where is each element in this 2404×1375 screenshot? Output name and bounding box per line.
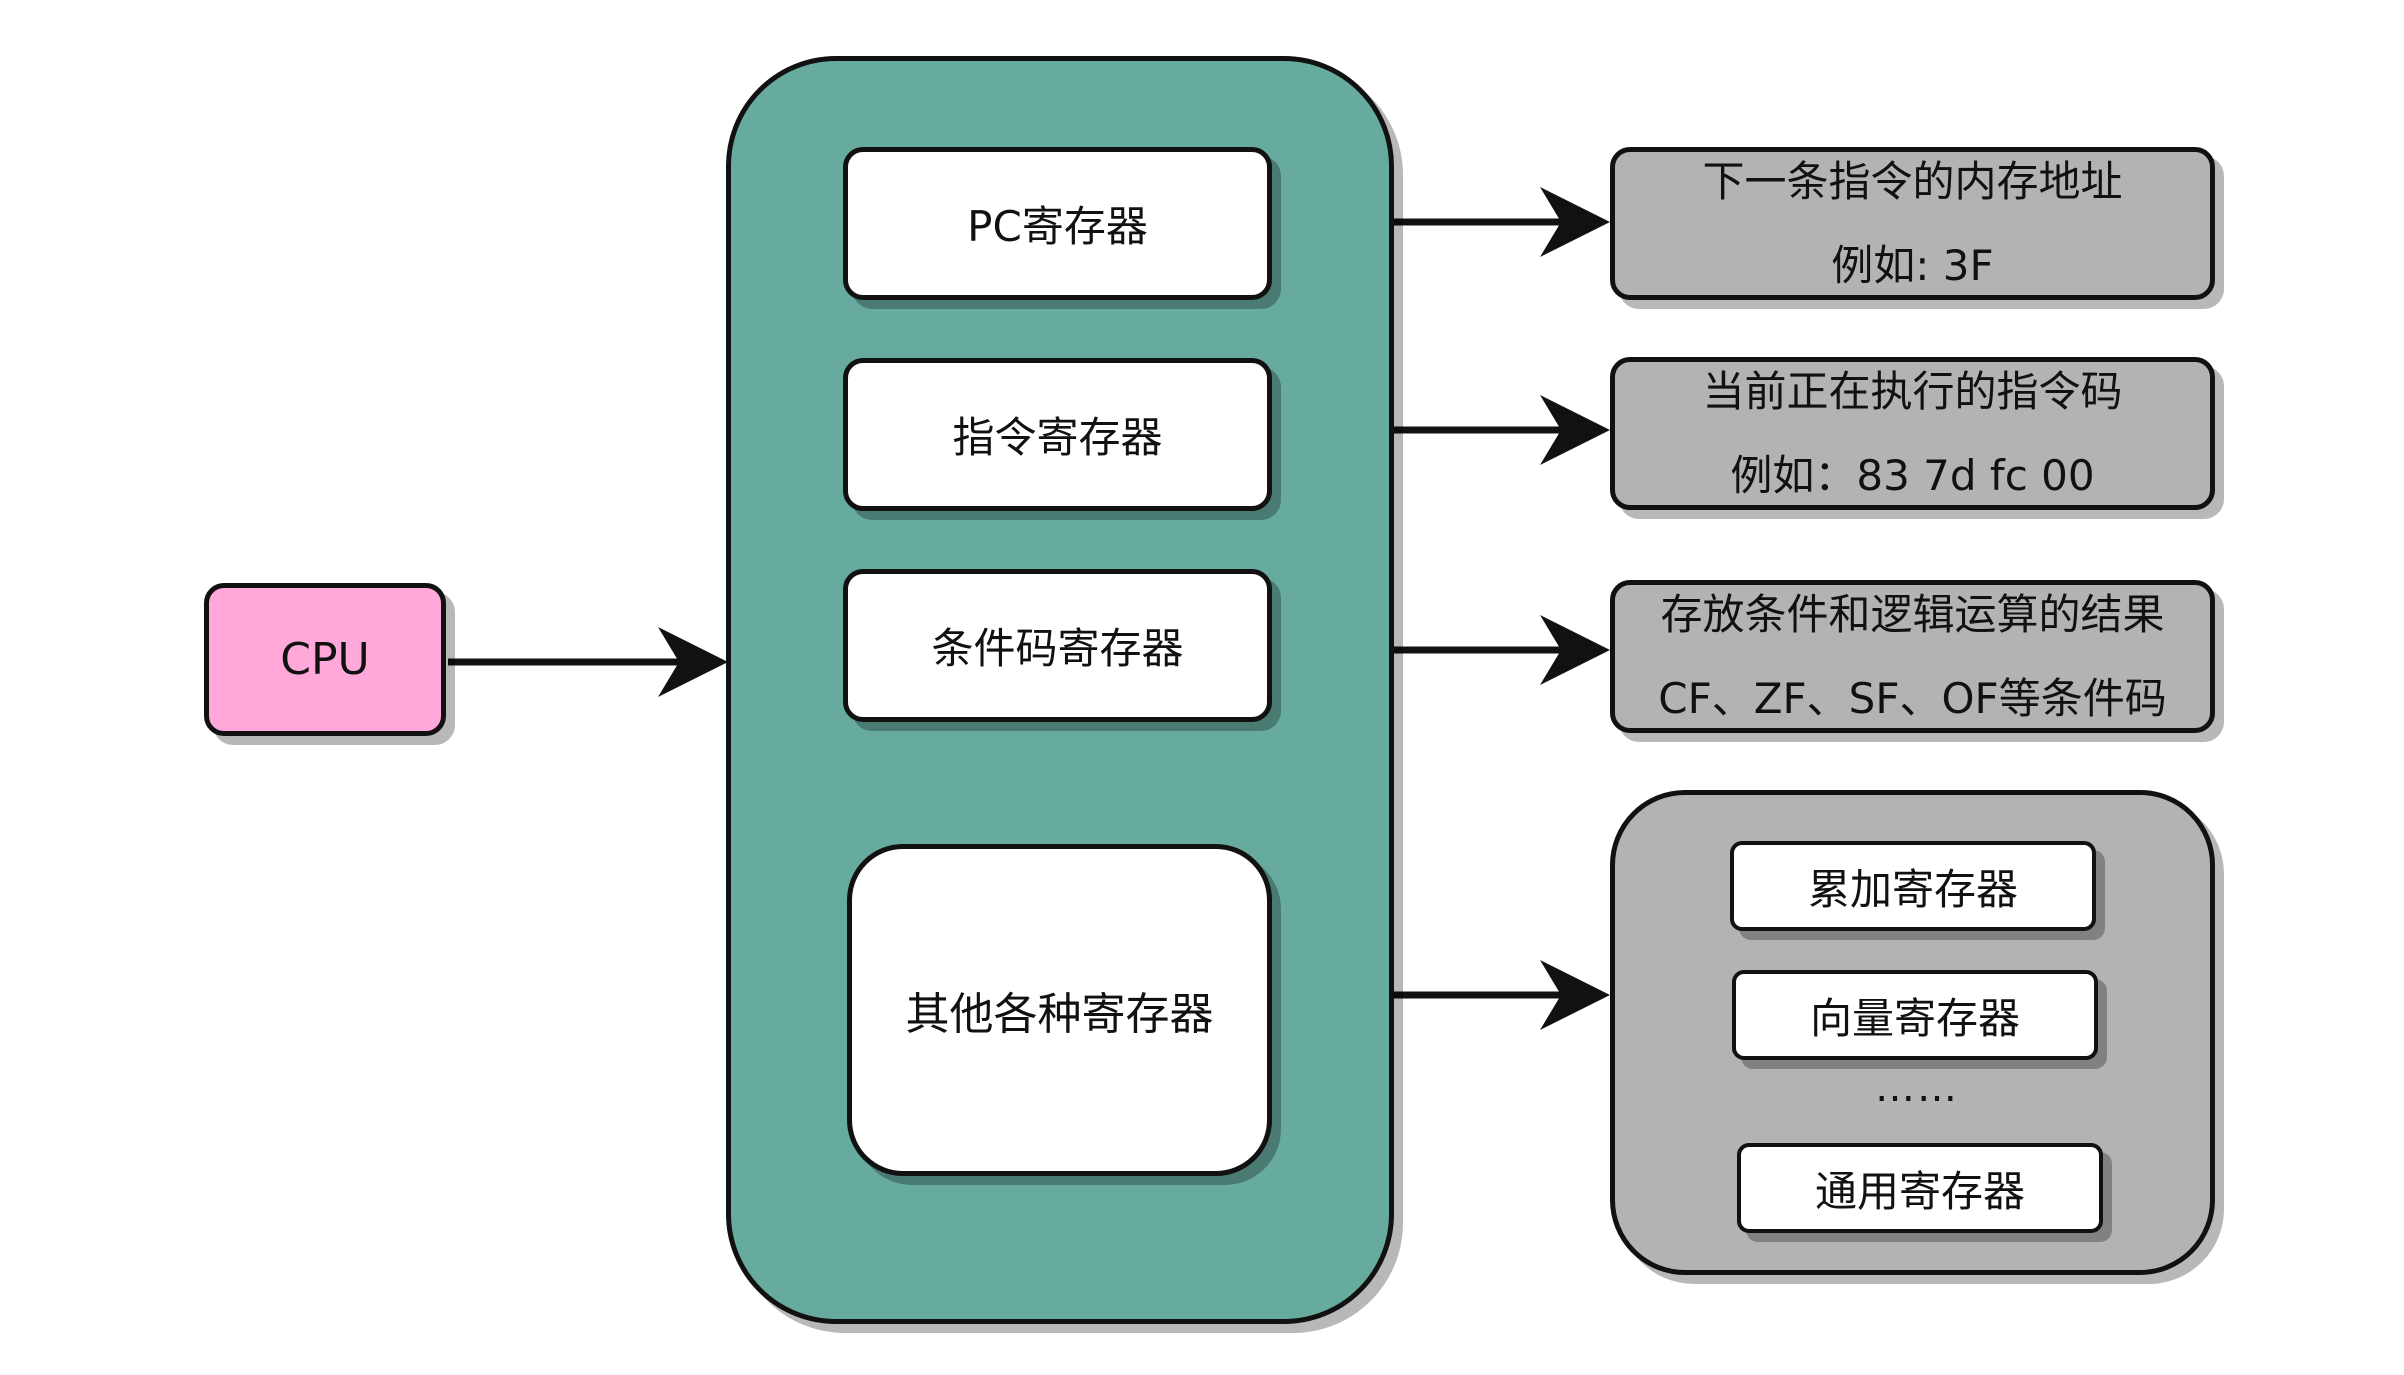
condition-code-register-label: 条件码寄存器 (931, 624, 1184, 673)
pc-register: PC寄存器 (843, 147, 1272, 300)
general-register-label: 通用寄存器 (1814, 1166, 2025, 1216)
pc-description: 下一条指令的内存地址 例如: 3F (1610, 147, 2215, 300)
condition-code-description-line2: CF、ZF、SF、OF等条件码 (1658, 673, 2167, 723)
other-registers: 其他各种寄存器 (847, 844, 1272, 1176)
general-register: 通用寄存器 (1737, 1143, 2103, 1233)
accumulator-register: 累加寄存器 (1730, 841, 2096, 931)
cpu-node: CPU (204, 583, 446, 736)
instruction-description-line2: 例如：83 7d fc 00 (1730, 450, 2095, 500)
cpu-label: CPU (280, 634, 370, 685)
pc-description-line1: 下一条指令的内存地址 (1702, 156, 2123, 206)
instruction-register-label: 指令寄存器 (952, 413, 1163, 462)
instruction-register: 指令寄存器 (843, 358, 1272, 511)
other-registers-label: 其他各种寄存器 (905, 989, 1214, 1040)
ellipsis-text: …… (1875, 1065, 1959, 1111)
pc-register-label: PC寄存器 (967, 202, 1148, 251)
accumulator-register-label: 累加寄存器 (1807, 864, 2018, 914)
vector-register: 向量寄存器 (1732, 970, 2098, 1060)
pc-description-line2: 例如: 3F (1831, 240, 1994, 290)
condition-code-description-line1: 存放条件和逻辑运算的结果 (1660, 589, 2165, 639)
vector-register-label: 向量寄存器 (1809, 993, 2020, 1043)
instruction-description-line1: 当前正在执行的指令码 (1702, 366, 2123, 416)
condition-code-description: 存放条件和逻辑运算的结果 CF、ZF、SF、OF等条件码 (1610, 580, 2215, 733)
instruction-description: 当前正在执行的指令码 例如：83 7d fc 00 (1610, 357, 2215, 510)
condition-code-register: 条件码寄存器 (843, 569, 1272, 722)
